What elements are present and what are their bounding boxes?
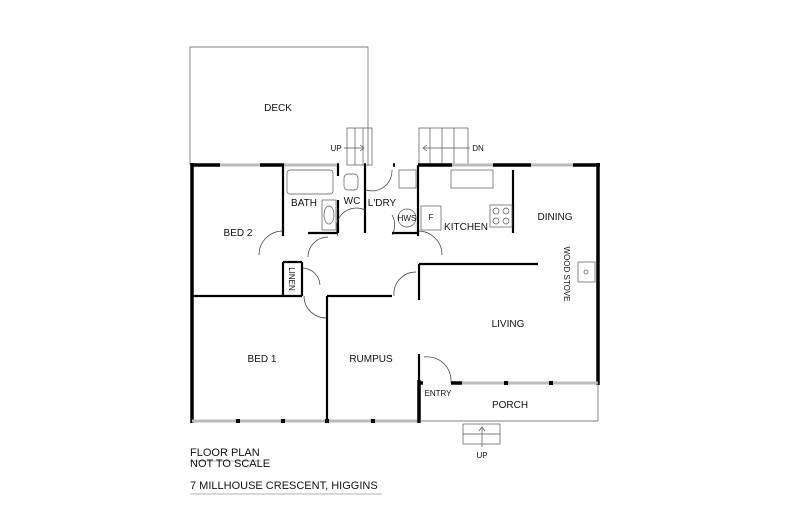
- room-label-kitchen: KITCHEN: [444, 222, 488, 233]
- exterior-walls: [190, 163, 600, 423]
- doors: [258, 169, 452, 384]
- porch-stairs: [462, 423, 501, 447]
- interior-walls: [192, 165, 599, 422]
- room-label-rumpus: RUMPUS: [349, 354, 393, 365]
- scale-note: NOT TO SCALE: [190, 458, 270, 470]
- deck-stairs-down: [418, 127, 470, 166]
- vanity: [321, 199, 337, 231]
- stair-label-down: DN: [472, 144, 484, 153]
- fixtures: [286, 169, 596, 283]
- plan-title: FLOOR PLAN: [190, 447, 260, 459]
- room-label-bed2: BED 2: [224, 228, 253, 239]
- toilet: [343, 173, 359, 191]
- label-linen: LINEN: [287, 267, 296, 291]
- label-hws: HWS: [398, 214, 417, 223]
- room-label-deck: DECK: [264, 103, 292, 114]
- room-label-wc: WC: [344, 196, 361, 207]
- room-label-bed1: BED 1: [248, 354, 277, 365]
- deck-stairs-up: [344, 127, 373, 166]
- label-fridge: F: [429, 213, 434, 222]
- room-label-entry: ENTRY: [425, 389, 453, 398]
- bathtub: [286, 169, 334, 195]
- laundry-tub: [398, 169, 417, 189]
- room-label-dining: DINING: [538, 212, 573, 223]
- stair-label-porch-up: UP: [476, 451, 487, 460]
- room-label-porch: PORCH: [492, 400, 528, 411]
- deck: [189, 46, 369, 165]
- stair-label-up: UP: [330, 144, 341, 153]
- wood-stove: [577, 261, 596, 283]
- fridge: [420, 205, 442, 231]
- room-label-living: LIVING: [492, 319, 525, 330]
- property-address: 7 MILLHOUSE CRESCENT, HIGGINS: [190, 480, 378, 492]
- kitchen-sink: [450, 169, 494, 189]
- label-wood-stove: WOOD STOVE: [562, 247, 571, 302]
- room-label-bath: BATH: [291, 198, 317, 209]
- cooktop: [489, 204, 513, 228]
- hot-water-system: [397, 208, 417, 228]
- room-label-laundry: L'DRY: [368, 198, 397, 209]
